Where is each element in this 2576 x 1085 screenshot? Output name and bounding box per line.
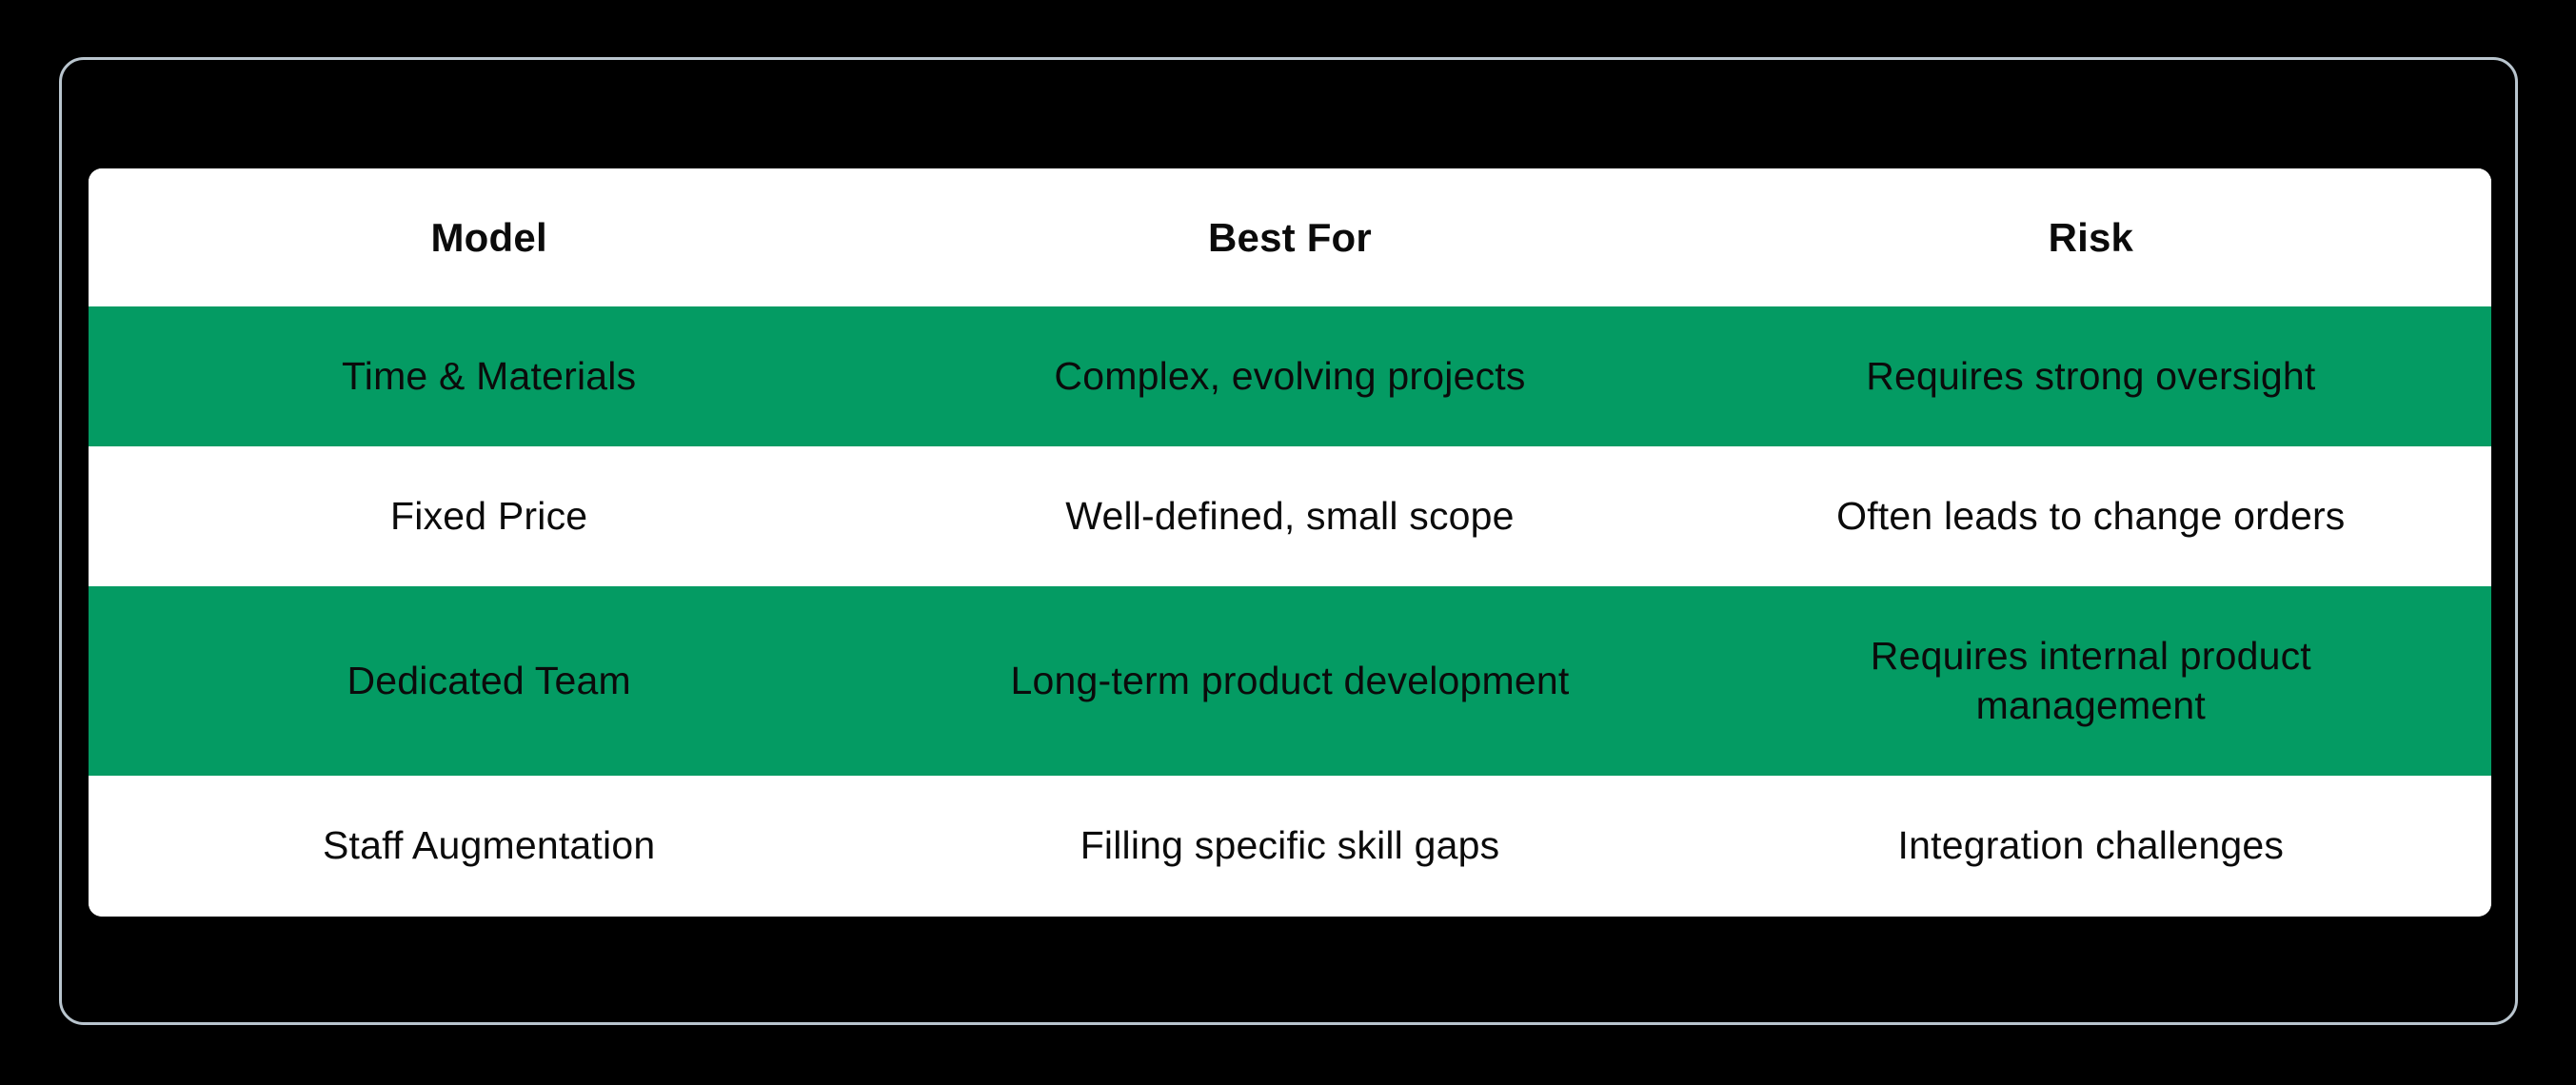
cell-best-for-dedicated-team: Long-term product development xyxy=(1010,658,1570,702)
cell-risk-staff-augmentation: Integration challenges xyxy=(1897,823,2285,868)
cell-risk-fixed-price: Often leads to change orders xyxy=(1836,494,2346,539)
cell-model-fixed-price: Fixed Price xyxy=(390,494,588,539)
cell-best-for-time-and-materials: Complex, evolving projects xyxy=(1054,353,1526,398)
cell-model-staff-augmentation: Staff Augmentation xyxy=(323,823,656,868)
table-row-time-and-materials: Time & Materials Complex, evolving proje… xyxy=(89,306,2491,447)
cell-model-time-and-materials: Time & Materials xyxy=(342,353,637,398)
cell-risk-time-and-materials: Requires strong oversight xyxy=(1866,353,2316,398)
table-card: Model Best For Risk Time & Materials Com… xyxy=(89,168,2491,917)
outer-frame-border xyxy=(59,57,2518,1025)
cell-model-dedicated-team: Dedicated Team xyxy=(347,658,631,702)
table-row-staff-augmentation: Staff Augmentation Filling specific skil… xyxy=(89,775,2491,917)
cell-risk-dedicated-team: Requires internal product management xyxy=(1870,634,2311,727)
header-cell-model: Model xyxy=(89,168,890,306)
table-row-fixed-price: Fixed Price Well-defined, small scope Of… xyxy=(89,446,2491,587)
table-body: Time & Materials Complex, evolving proje… xyxy=(89,306,2491,917)
table-header: Model Best For Risk xyxy=(89,168,2491,306)
engagement-model-comparison-table: Model Best For Risk Time & Materials Com… xyxy=(89,168,2491,917)
cell-best-for-fixed-price: Well-defined, small scope xyxy=(1065,494,1515,539)
table-row-dedicated-team: Dedicated Team Long-term product develop… xyxy=(89,586,2491,776)
cell-best-for-staff-augmentation: Filling specific skill gaps xyxy=(1080,823,1500,868)
header-cell-best-for: Best For xyxy=(889,168,1691,306)
header-row: Model Best For Risk xyxy=(89,168,2491,306)
header-cell-risk: Risk xyxy=(1690,168,2491,306)
